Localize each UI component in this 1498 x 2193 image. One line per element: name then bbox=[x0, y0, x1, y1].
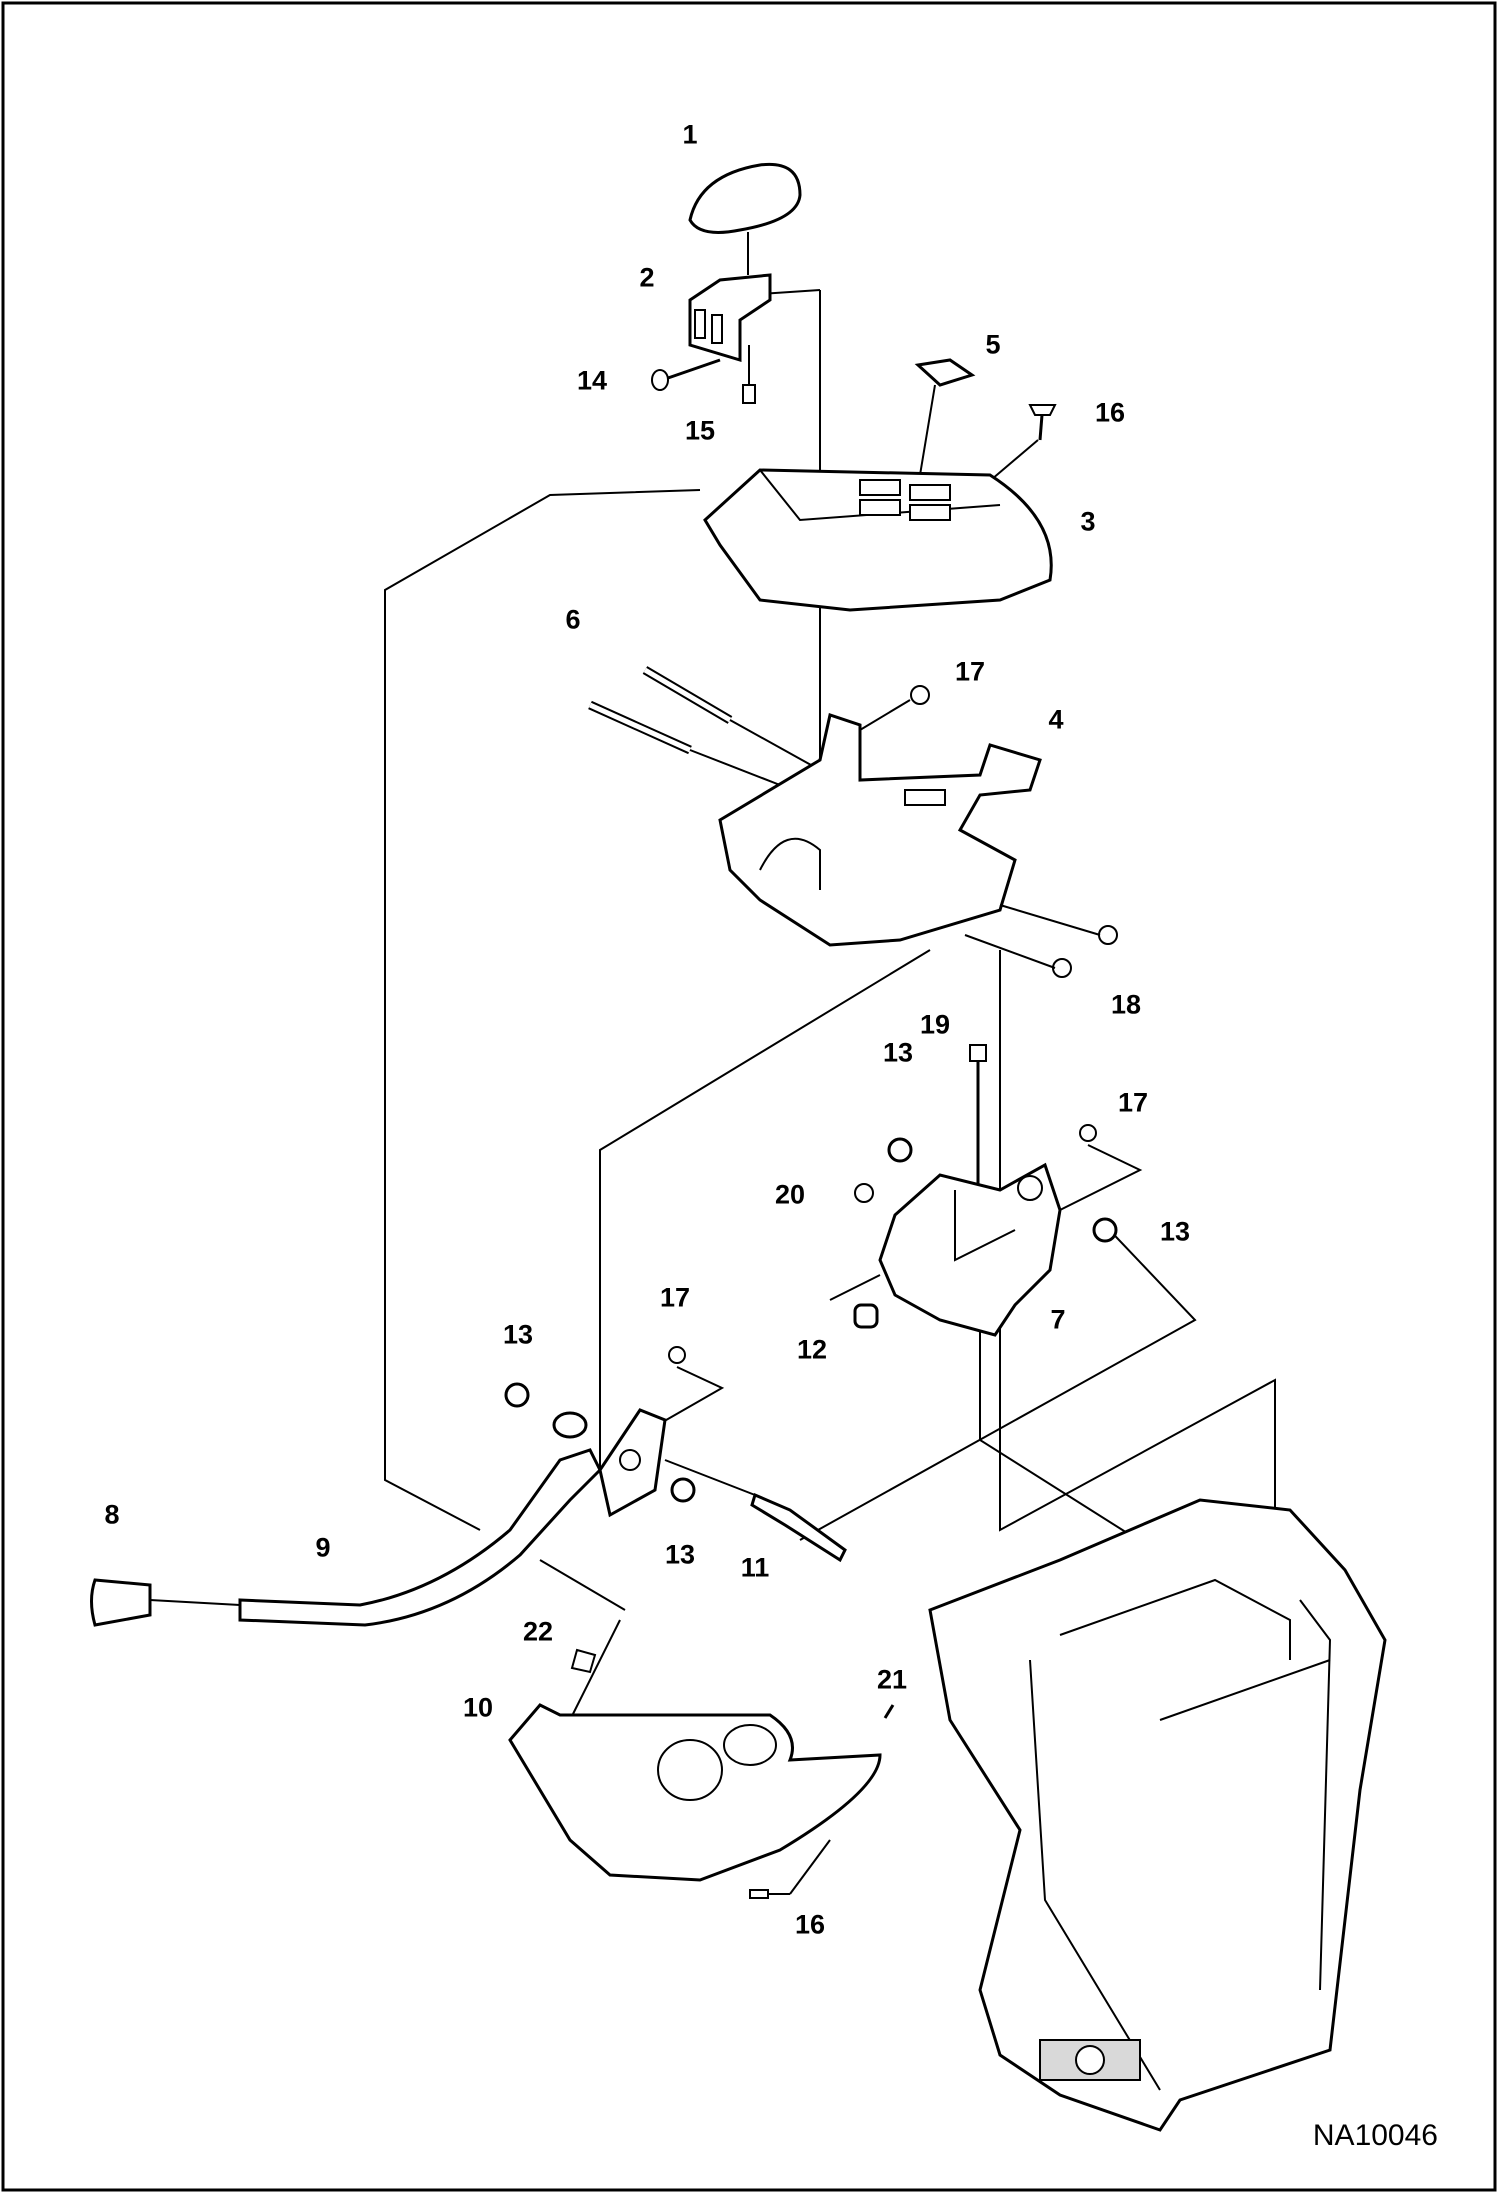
callout-15: 15 bbox=[684, 415, 716, 446]
callout-5: 5 bbox=[985, 329, 1001, 360]
part-2-bracket bbox=[688, 273, 772, 363]
callout-11: 11 bbox=[740, 1552, 770, 1583]
part-20-screw bbox=[854, 1183, 874, 1203]
part-11-cable bbox=[664, 1459, 847, 1563]
part-18-nuts bbox=[964, 904, 1118, 978]
part-17-nut-lower bbox=[639, 1346, 725, 1436]
part-13-bushing-c bbox=[504, 1382, 530, 1408]
callout-8: 8 bbox=[104, 1499, 120, 1530]
part-6-bolts bbox=[588, 666, 821, 786]
callout-7: 7 bbox=[1050, 1304, 1066, 1335]
part-4-frame bbox=[718, 713, 1042, 947]
callout-18: 18 bbox=[1110, 989, 1142, 1020]
callout-16-upper: 16 bbox=[1094, 397, 1126, 428]
callout-13-lower: 13 bbox=[664, 1539, 696, 1570]
part-14-pin bbox=[651, 358, 721, 391]
part-9-shift-lever bbox=[238, 1448, 602, 1627]
callout-17-mid: 17 bbox=[1117, 1087, 1149, 1118]
callout-10: 10 bbox=[462, 1692, 494, 1723]
callout-3: 3 bbox=[1080, 506, 1096, 537]
callout-9: 9 bbox=[315, 1532, 331, 1563]
callout-16-lower: 16 bbox=[794, 1909, 826, 1940]
part-13-bushing-d bbox=[670, 1477, 696, 1503]
callout-13-right: 13 bbox=[1159, 1216, 1191, 1247]
part-17-nut-upper bbox=[859, 685, 930, 731]
callout-13-left: 13 bbox=[502, 1319, 534, 1350]
callout-22: 22 bbox=[522, 1616, 554, 1647]
callout-6: 6 bbox=[565, 604, 581, 635]
callout-4: 4 bbox=[1048, 704, 1064, 735]
part-12-spacer bbox=[829, 1274, 881, 1329]
part-17-nut-mid bbox=[1059, 1124, 1143, 1211]
part-1-knob bbox=[688, 162, 802, 275]
callout-2: 2 bbox=[639, 262, 655, 293]
callout-17-lower: 17 bbox=[659, 1282, 691, 1313]
callout-19: 19 bbox=[919, 1009, 951, 1040]
callout-13-upper: 13 bbox=[882, 1037, 914, 1068]
part-22-clip bbox=[570, 1648, 597, 1674]
part-16-screw-lower bbox=[749, 1839, 831, 1899]
callout-21: 21 bbox=[876, 1664, 908, 1695]
callout-14: 14 bbox=[576, 365, 608, 396]
drawing-number: NA10046 bbox=[1312, 2119, 1438, 2152]
part-13-bushing-b bbox=[1092, 1217, 1118, 1243]
part-13-bushing-a bbox=[887, 1137, 913, 1163]
part-10-lower-cover bbox=[508, 1703, 882, 1882]
part-7-mount-bracket bbox=[878, 1162, 1062, 1337]
part-3-upper-cover bbox=[703, 468, 1053, 612]
callout-17-upper: 17 bbox=[954, 656, 986, 687]
part-16-screw-upper bbox=[984, 404, 1057, 486]
callout-20: 20 bbox=[774, 1179, 806, 1210]
console-housing bbox=[928, 1498, 1387, 2132]
callout-1: 1 bbox=[682, 119, 698, 150]
callout-12: 12 bbox=[796, 1334, 828, 1365]
part-8-lever-knob bbox=[90, 1578, 241, 1627]
lever-pivot-plate bbox=[552, 1408, 667, 1518]
part-15-screw bbox=[742, 345, 756, 404]
part-21-pin bbox=[883, 1704, 895, 1719]
